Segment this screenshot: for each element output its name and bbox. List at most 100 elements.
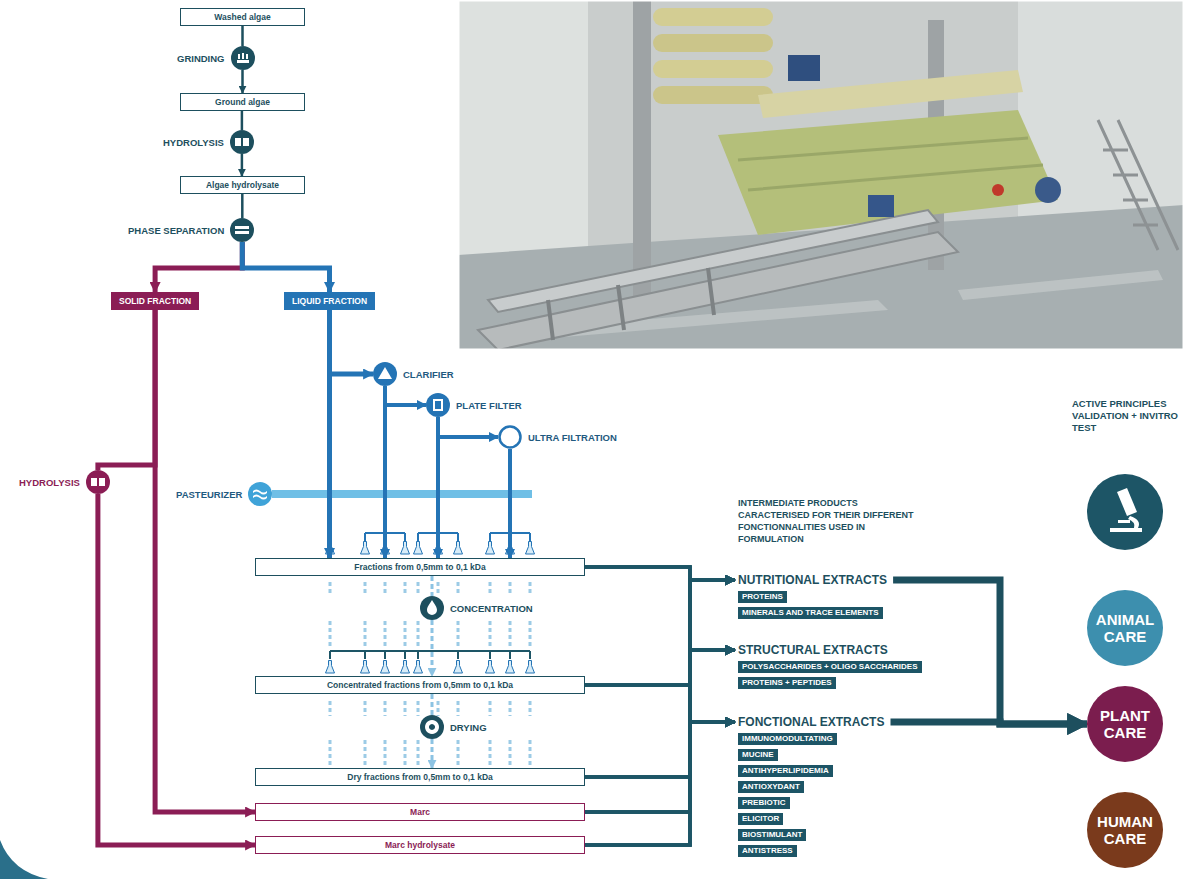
- process-box: SOLID FRACTION: [111, 292, 199, 310]
- extract-tag: MUCINE: [738, 749, 778, 761]
- icon-disc: [230, 218, 254, 242]
- extract-tag: BIOSTIMULANT: [738, 829, 806, 841]
- icon-disc: [373, 362, 397, 386]
- flask-icon: [414, 542, 423, 555]
- photo-blue-motor: [868, 195, 894, 217]
- flow-connector: [431, 576, 434, 596]
- flask-icon: [361, 542, 370, 555]
- care-circle: ANIMAL CARE: [1087, 590, 1163, 666]
- flow-connector: [241, 154, 244, 176]
- extract-tag: PROTEINS: [738, 591, 787, 603]
- care-circle: HUMAN CARE: [1087, 792, 1163, 868]
- flask-icon: [454, 542, 463, 555]
- node-label: PHASE SEPARATION: [128, 225, 224, 236]
- extract-tag: ELICITOR: [738, 813, 783, 825]
- node-label: BIOSTIMULANT: [742, 830, 802, 839]
- photo-blue-motor: [788, 55, 820, 81]
- flow-connector: [241, 70, 244, 93]
- process-box: Marc: [255, 803, 585, 821]
- photo-blue-motor: [1035, 177, 1061, 203]
- flow-connector: [385, 386, 426, 405]
- photo-roller: [653, 8, 773, 26]
- flask-icon: [454, 661, 463, 674]
- flow-connector: [436, 417, 440, 558]
- photo-green-belt: [718, 110, 1058, 235]
- node-label: ANTISTRESS: [742, 846, 793, 855]
- icon-disc: [230, 130, 254, 154]
- extract-group: FONCTIONAL EXTRACTSIMMUNOMODULTATINGMUCI…: [738, 715, 884, 857]
- process-icon: [420, 596, 444, 620]
- icon-disc: [500, 427, 521, 448]
- flow-connector: [891, 722, 1088, 724]
- flow-connector: [585, 650, 735, 777]
- flow-connector: [585, 580, 735, 812]
- flask-manifold: [330, 651, 530, 659]
- flow-connector: [330, 310, 374, 374]
- flask-icon: [506, 661, 515, 674]
- icon-pictogram: [378, 367, 392, 379]
- process-step: CONCENTRATION: [420, 596, 533, 620]
- flow-connector: [431, 694, 434, 715]
- microscope-circle: [1087, 474, 1163, 550]
- process-box: Concentrated fractions from 0,5mm to 0,1…: [255, 676, 585, 694]
- flow-connector: [585, 580, 735, 685]
- node-label: Marc hydrolysate: [385, 840, 455, 850]
- flask-icon: [414, 661, 423, 674]
- photo-border: [458, 0, 1184, 350]
- photo-right-wall: [1018, 0, 1184, 220]
- flask-icon: [401, 661, 410, 674]
- extract-tag: POLYSACCHARIDES + OLIGO SACCHARIDES: [738, 661, 922, 673]
- extract-tag: PROTEINS + PEPTIDES: [738, 677, 836, 689]
- node-label: Fractions from 0,5mm to 0,1 kDa: [354, 562, 485, 572]
- process-icon: [373, 362, 397, 386]
- photo-conveyor-leg: [548, 268, 714, 340]
- process-box: Marc hydrolysate: [255, 836, 585, 854]
- icon-disc: [420, 715, 444, 739]
- node-label: HYDROLYSIS: [19, 477, 80, 488]
- node-label: PLANT CARE: [1087, 707, 1163, 741]
- icon-pictogram: [433, 399, 443, 411]
- extract-tag: IMMUNOMODULTATING: [738, 733, 837, 745]
- flow-connector: [585, 650, 735, 812]
- node-label: NUTRITIONAL EXTRACTS: [738, 573, 887, 587]
- process-step: PASTEURIZER: [176, 482, 272, 506]
- flow-connector: [585, 722, 735, 777]
- extract-tag: MINERALS AND TRACE ELEMENTS: [738, 607, 883, 619]
- process-icon: [86, 470, 110, 494]
- flow-connector: [585, 722, 735, 845]
- process-step: ULTRA FILTRATION: [498, 425, 617, 449]
- flow-connector: [431, 620, 434, 676]
- photo-wall: [458, 0, 1184, 350]
- flow-connector: [585, 580, 735, 777]
- node-label: Marc: [410, 807, 430, 817]
- photo-roller: [653, 86, 773, 104]
- flask-icon: [361, 661, 370, 674]
- process-icon: [248, 482, 272, 506]
- icon-pictogram: [235, 226, 249, 234]
- process-box: Ground algae: [180, 93, 305, 111]
- node-label: GRINDING: [177, 53, 225, 64]
- photo-frame-post: [633, 0, 651, 300]
- process-step: HYDROLYSIS: [19, 470, 110, 494]
- factory-photo: [458, 0, 1184, 350]
- flask-icon: [381, 661, 390, 674]
- photo-left-wall: [458, 0, 588, 270]
- flow-connector: [585, 722, 735, 812]
- node-label: Ground algae: [215, 97, 270, 107]
- node-label: LIQUID FRACTION: [292, 296, 367, 306]
- node-label: ELICITOR: [742, 814, 779, 823]
- microscope-base: [1110, 516, 1142, 532]
- photo-red-valve: [992, 184, 1004, 196]
- node-label: ULTRA FILTRATION: [528, 432, 617, 443]
- flow-connector: [893, 580, 1087, 724]
- extract-group: STRUCTURAL EXTRACTSPOLYSACCHARIDES + OLI…: [738, 643, 922, 689]
- flow-connector: [155, 310, 255, 812]
- icon-disc: [248, 482, 272, 506]
- node-label: PROTEINS + PEPTIDES: [742, 678, 832, 687]
- photo-stairs: [1098, 120, 1178, 250]
- process-box: Algae hydrolysate: [180, 176, 305, 194]
- microscope-tube: [1117, 488, 1137, 516]
- flow-connector: [98, 310, 155, 470]
- node-label: HYDROLYSIS: [163, 137, 224, 148]
